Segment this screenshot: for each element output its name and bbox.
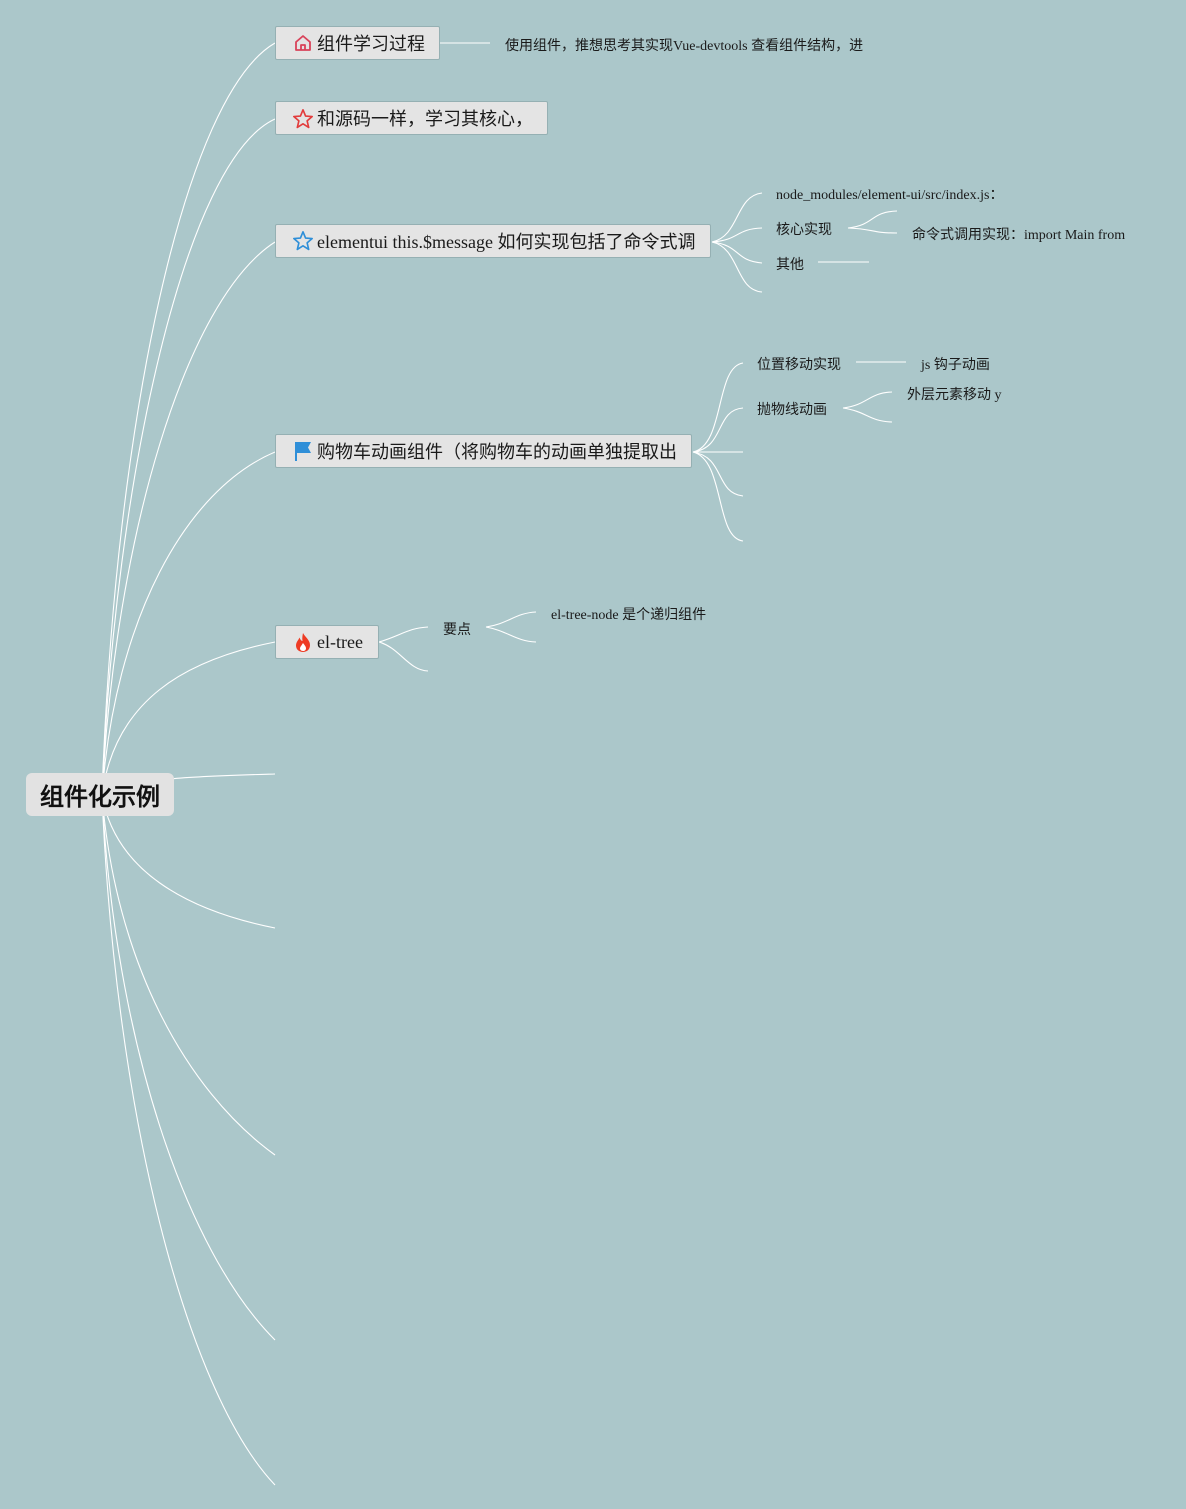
root-topic[interactable]: 组件化示例	[26, 773, 174, 816]
subtopic-imperative-call[interactable]: 命令式调用实现：import Main from	[912, 228, 1126, 243]
subtopic-recursive-node[interactable]: el-tree-node 是个递归组件	[551, 608, 707, 623]
subtopic-usage-note[interactable]: 使用组件，推想思考其实现Vue-devtools 查看组件结构，进	[505, 39, 864, 54]
topic-component-learning[interactable]: 组件学习过程	[275, 26, 440, 60]
subtopic-key-points[interactable]: 要点	[443, 623, 471, 638]
topic-label: el-tree	[317, 631, 363, 652]
topic-el-tree[interactable]: el-tree	[275, 625, 379, 659]
star-outline-icon	[292, 107, 314, 129]
topic-source-core[interactable]: 和源码一样，学习其核心，	[275, 101, 548, 135]
subtopic-parabola-animation[interactable]: 抛物线动画	[757, 403, 827, 418]
star-outline-icon	[292, 230, 314, 252]
flag-icon	[292, 440, 314, 462]
topic-label: 和源码一样，学习其核心，	[317, 109, 533, 129]
topic-label: 组件学习过程	[317, 34, 425, 54]
subtopic-index-path[interactable]: node_modules/element-ui/src/index.js：	[776, 188, 1004, 203]
subtopic-position-move[interactable]: 位置移动实现	[757, 358, 841, 373]
subtopic-other[interactable]: 其他	[776, 258, 804, 273]
subtopic-core-impl[interactable]: 核心实现	[776, 223, 832, 238]
fire-icon	[292, 631, 314, 653]
topic-cart-animation[interactable]: 购物车动画组件（将购物车的动画单独提取出	[275, 434, 692, 468]
topic-elementui-message[interactable]: elementui this.$message 如何实现包括了命令式调	[275, 224, 711, 258]
topic-label: elementui this.$message 如何实现包括了命令式调	[317, 232, 696, 252]
topic-label: 购物车动画组件（将购物车的动画单独提取出	[317, 442, 677, 462]
subtopic-js-hook-animation[interactable]: js 钩子动画	[921, 358, 990, 373]
subtopic-outer-move-y[interactable]: 外层元素移动 y	[907, 388, 1002, 403]
home-icon	[292, 32, 314, 54]
